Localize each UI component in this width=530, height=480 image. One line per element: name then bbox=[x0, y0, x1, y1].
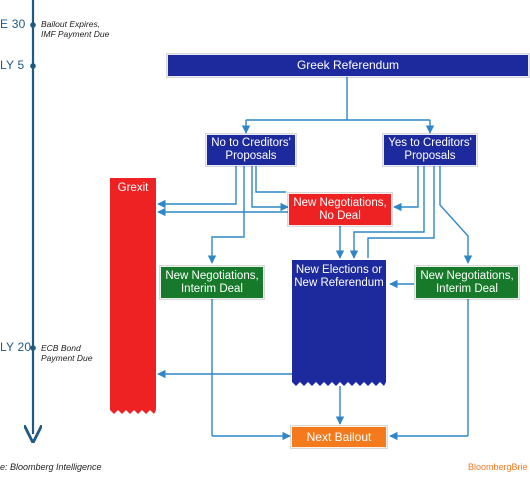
connector-yes-to-elections-b bbox=[367, 166, 435, 258]
timeline-dot-july5 bbox=[30, 63, 36, 69]
new-negotiations-no-deal-node: New Negotiations, No Deal bbox=[288, 193, 392, 226]
connector-no-to-interim-left bbox=[207, 166, 245, 264]
new-negotiations-interim-right-node: New Negotiations, Interim Deal bbox=[415, 266, 519, 299]
new-elections-label: New Elections or New Referendum bbox=[294, 264, 384, 289]
no-to-creditors-node: No to Creditors' Proposals bbox=[206, 134, 296, 166]
connector-yes-to-interim-right bbox=[439, 166, 473, 264]
timeline-note-july20: ECB Bond Payment Due bbox=[41, 343, 93, 363]
timeline-dot-july20 bbox=[30, 345, 36, 351]
next-bailout-node: Next Bailout bbox=[291, 426, 387, 448]
connector-yes-to-elections-a bbox=[349, 166, 425, 259]
grexit-node: Grexit bbox=[110, 178, 156, 409]
connector-yes-to-nodeal bbox=[393, 166, 419, 212]
timeline-dot-june30 bbox=[30, 22, 36, 28]
timeline-note-june30: Bailout Expires, IMF Payment Due bbox=[41, 19, 110, 39]
connector-no-to-grexit bbox=[157, 166, 237, 209]
new-elections-node: New Elections or New Referendum bbox=[292, 260, 386, 381]
connector-no-to-elections bbox=[255, 166, 286, 193]
grexit-label: Grexit bbox=[117, 182, 149, 194]
elections-ragged-edge bbox=[292, 380, 386, 386]
grexit-ragged-edge bbox=[110, 408, 156, 414]
brand-logo: BloombergBrie bbox=[468, 462, 528, 472]
timeline-label-july5: LY 5 bbox=[0, 58, 25, 72]
new-negotiations-interim-left-node: New Negotiations, Interim Deal bbox=[160, 266, 264, 299]
timeline-label-june30: E 30 bbox=[0, 17, 26, 31]
yes-to-creditors-node: Yes to Creditors' Proposals bbox=[383, 134, 477, 166]
connector-no-to-nodeal bbox=[251, 166, 289, 212]
source-note: e: Bloomberg Intelligence bbox=[0, 462, 102, 472]
greek-referendum-node: Greek Referendum bbox=[167, 54, 529, 77]
timeline-label-july20: LY 20 bbox=[0, 340, 32, 354]
